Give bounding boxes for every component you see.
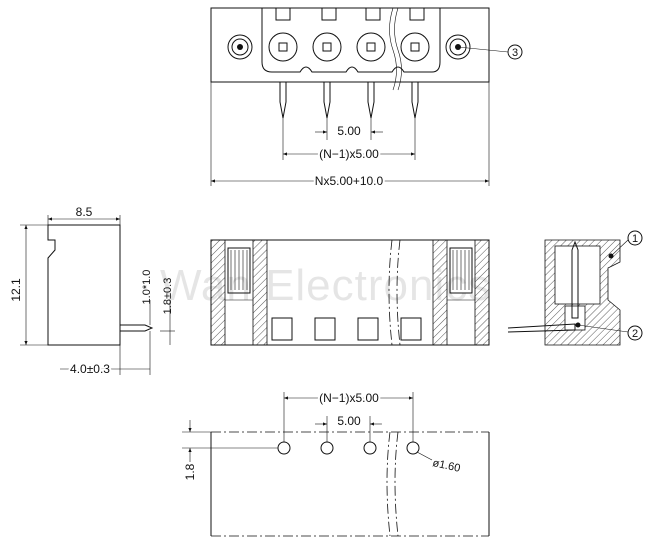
side-width-label: 8.5	[76, 205, 93, 219]
pcb-layout: (N−1)x5.00 5.00 ø1.60 1.8	[182, 389, 490, 537]
front-span-label: (N−1)x5.00	[319, 147, 379, 161]
cross-section: 1 2	[507, 230, 643, 346]
pcb-edge-label: 1.8	[183, 463, 197, 480]
pcb-hole-label: ø1.60	[431, 457, 461, 475]
clamp-screw-4	[400, 32, 430, 62]
clamp-screw-2	[312, 32, 342, 62]
side-view: 8.5 12.1 1.0*1.0 1.8±0.3 4.0±0.3	[9, 205, 175, 378]
clamp-screw-1	[268, 32, 298, 62]
clamp-screw-3	[356, 32, 386, 62]
side-pin-v-label: 1.0*1.0	[141, 270, 153, 305]
pcb-span-label: (N−1)x5.00	[319, 391, 379, 405]
side-height-label: 12.1	[9, 278, 23, 302]
pcb-holes	[277, 441, 420, 455]
watermark: Wan Electronics	[160, 261, 491, 310]
mounting-screw-left	[227, 34, 253, 60]
front-pitch-label: 5.00	[337, 124, 361, 138]
section-view	[210, 239, 490, 346]
front-pins	[279, 82, 419, 119]
side-pin-length-label: 4.0±0.3	[70, 362, 110, 376]
front-overall-label: Nx5.00+10.0	[315, 174, 384, 188]
thread-lines	[230, 250, 470, 290]
side-pin-offset-label: 1.8±0.3	[162, 278, 174, 315]
front-view: 5.00 (N−1)x5.00 Nx5.00+10.0 3	[210, 7, 523, 190]
callout-2: 2	[632, 328, 638, 340]
callout-1: 1	[632, 233, 638, 245]
pcb-pitch-label: 5.00	[337, 414, 361, 428]
callout-3: 3	[512, 47, 518, 59]
